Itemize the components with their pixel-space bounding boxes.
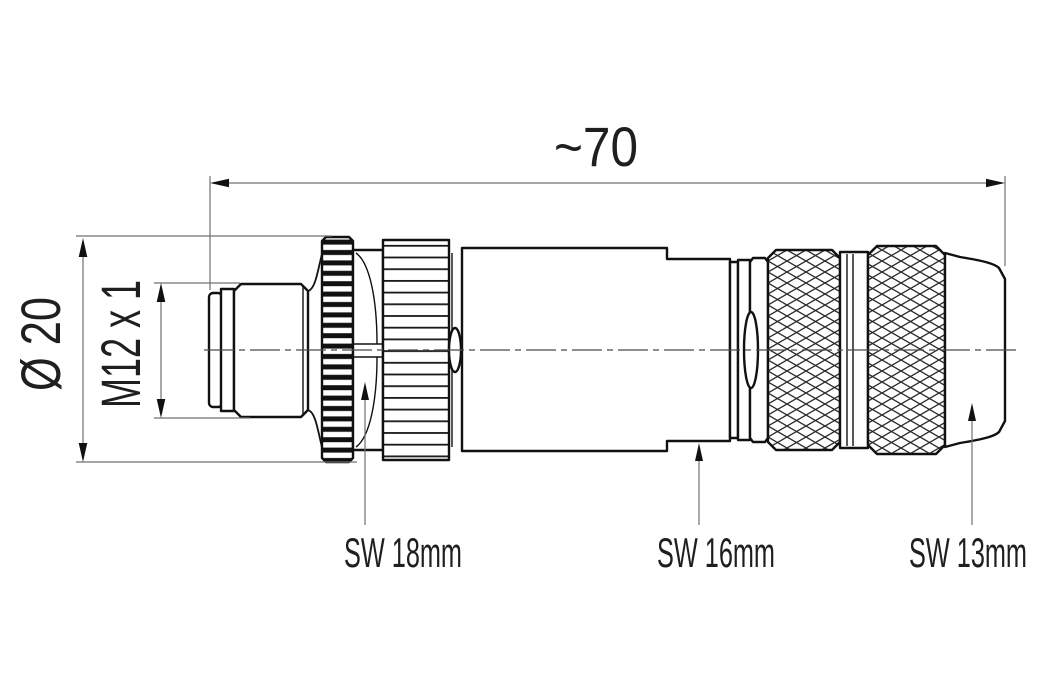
dim-length-arrow-left [210,178,229,188]
flare-top [307,249,324,292]
label-sw16: SW 16mm [657,529,775,576]
hex-flat-arc-top [355,252,378,345]
leader-sw13-arrow [968,403,976,421]
dimension-length: ~70 [209,115,1006,290]
dimension-diameter: Ø 20 [9,235,357,463]
callout-sw18: SW 18mm [344,382,462,576]
dim-length-arrow-right [986,178,1005,188]
dimension-thread: M12 x 1 [89,280,250,419]
dim-thread-label: M12 x 1 [89,280,152,408]
label-sw18: SW 18mm [344,529,462,576]
leader-sw16-arrow [695,443,703,461]
dim-dia-label: Ø 20 [9,297,72,391]
dim-dia-arrow-bottom [78,443,88,462]
dim-thread-arrow-bottom [156,399,166,418]
callout-sw16: SW 16mm [657,443,775,576]
label-sw13: SW 13mm [909,529,1027,576]
leader-sw18-arrow [361,382,369,400]
hex-flat-arc-bottom [355,356,378,448]
callout-sw13: SW 13mm [909,403,1027,576]
dim-length-label: ~70 [554,115,638,178]
flare-bottom [307,409,324,452]
dim-thread-arrow-top [156,283,166,302]
dim-dia-arrow-top [78,238,88,257]
